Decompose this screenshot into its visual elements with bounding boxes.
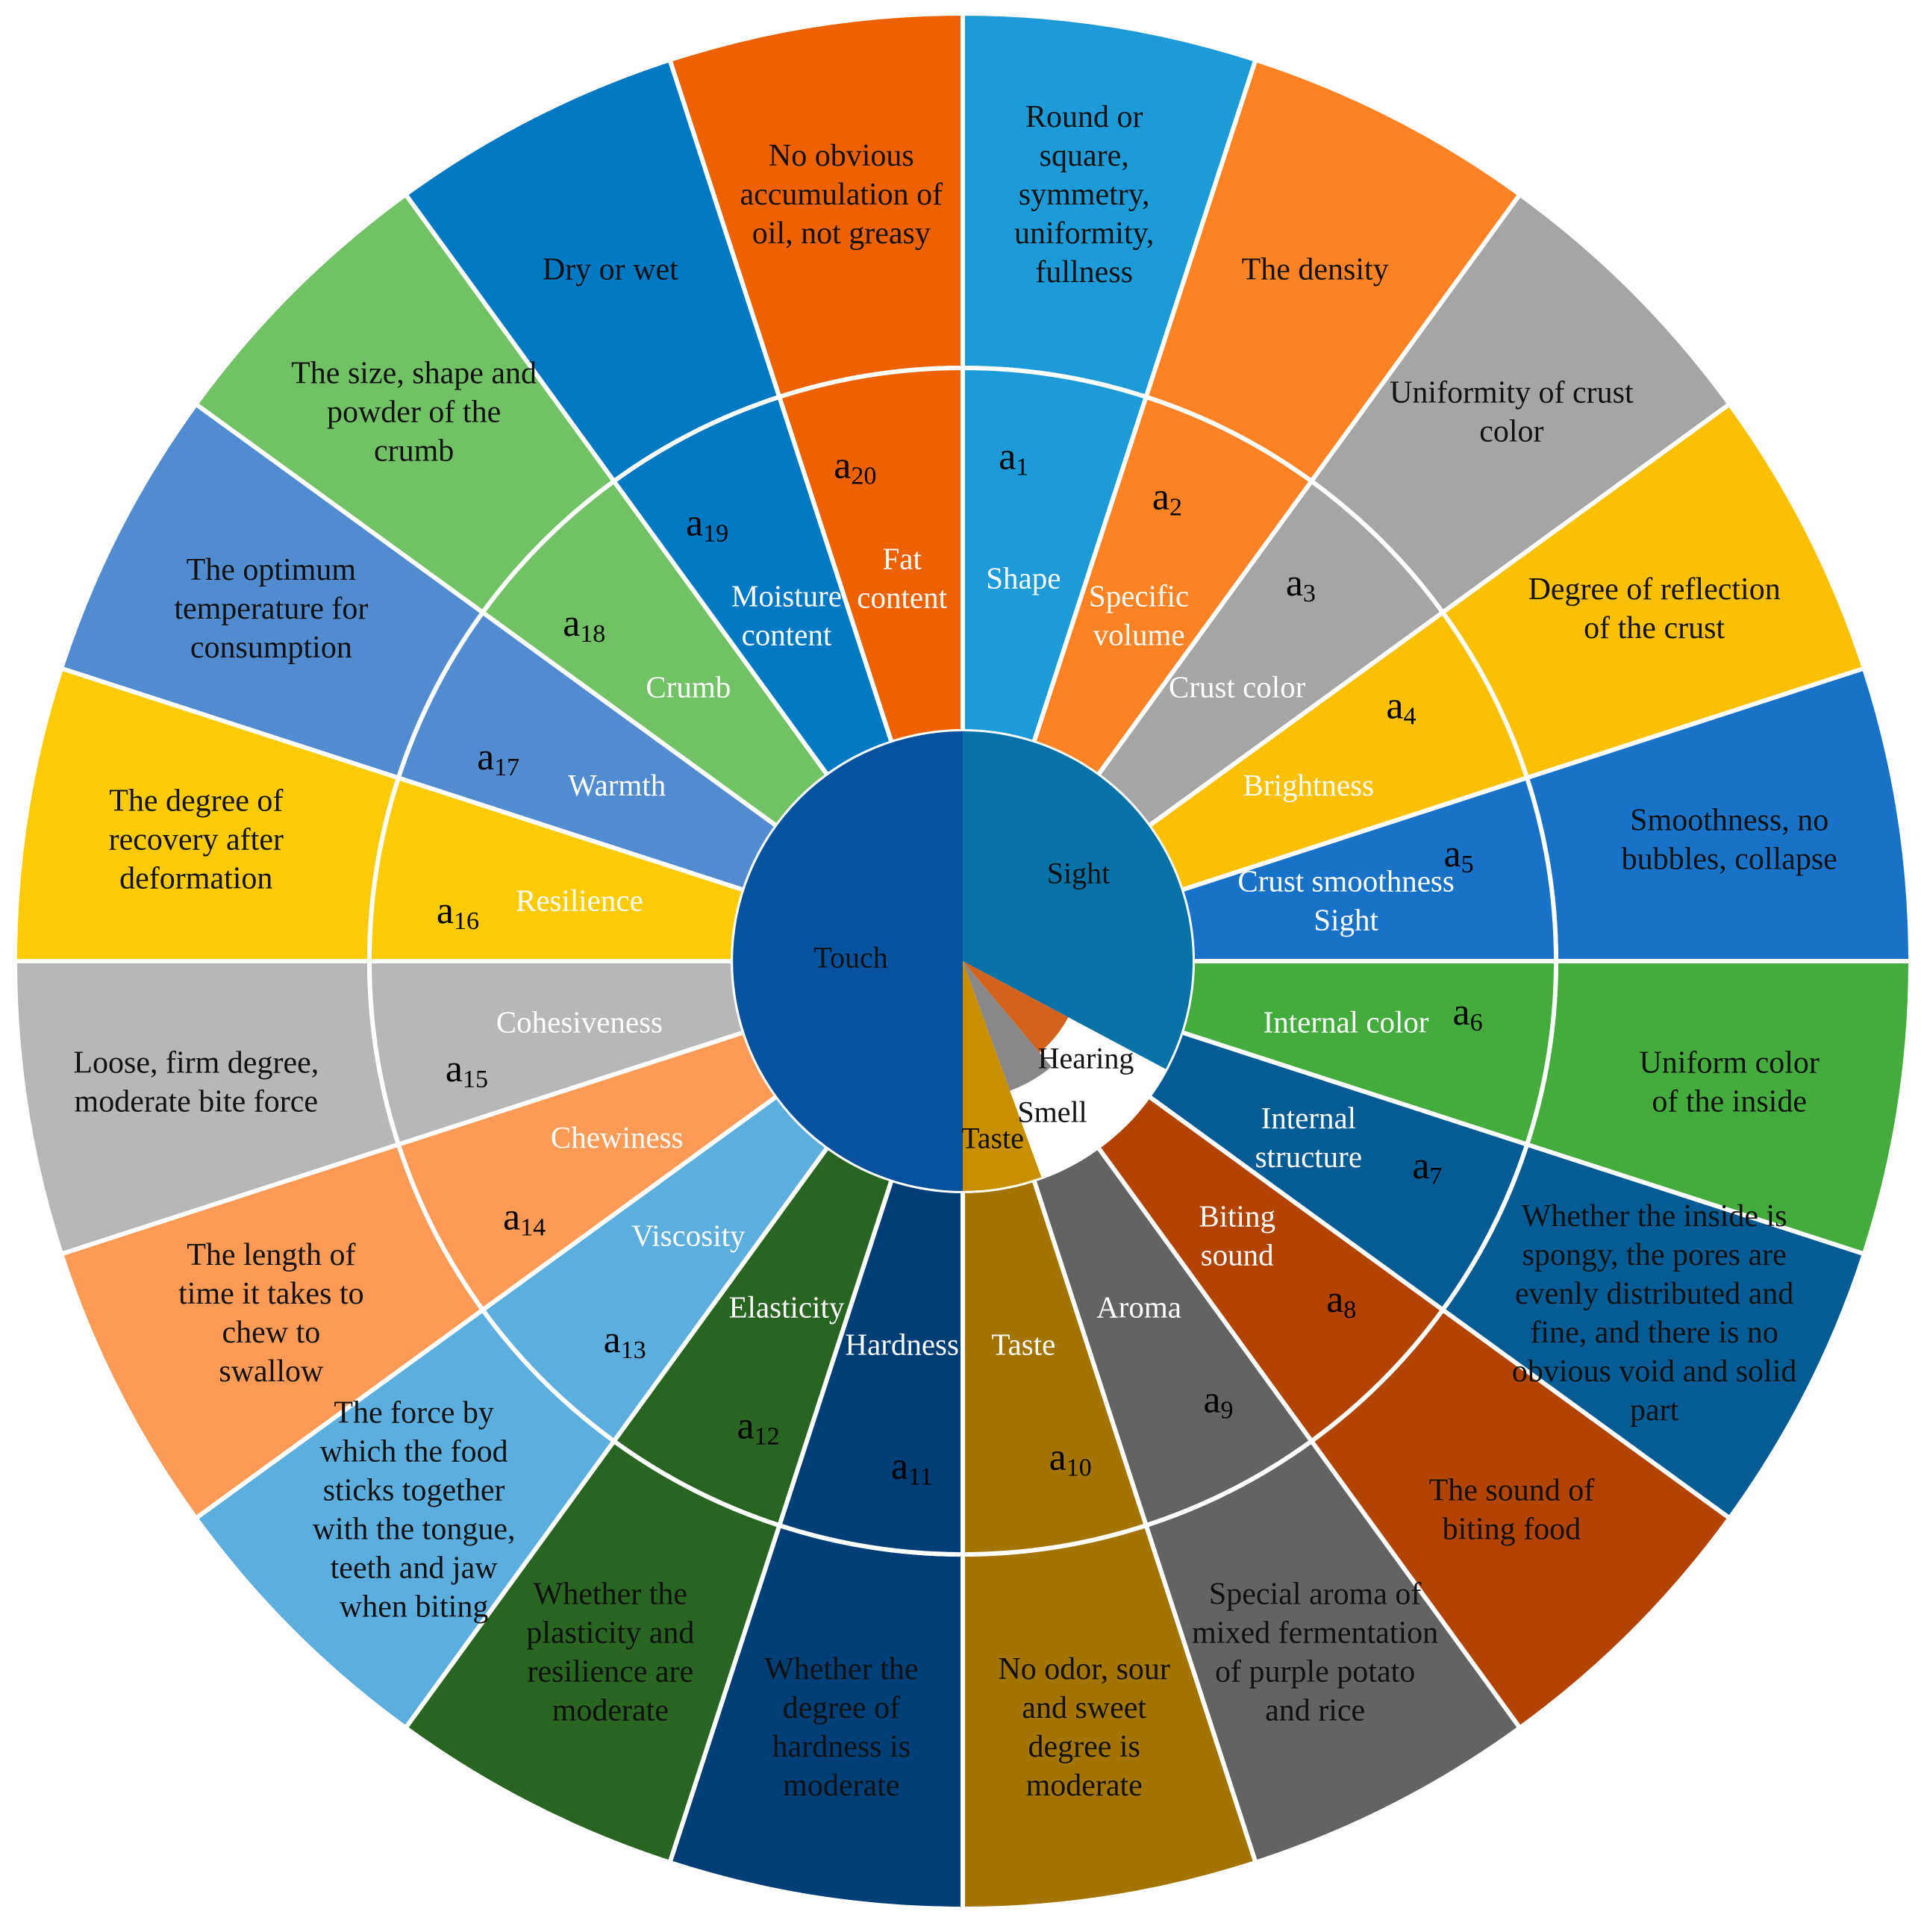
code-a3: a3 — [1286, 561, 1316, 607]
attribute-name-a17: Warmth — [568, 768, 666, 802]
code-a12: a12 — [737, 1404, 779, 1450]
attribute-name-a10: Taste — [991, 1328, 1055, 1362]
sense-label-taste: Taste — [961, 1122, 1024, 1155]
sense-wedge-touch — [733, 731, 963, 1191]
attribute-name-a12: Elasticity — [728, 1289, 844, 1324]
sense-label-smell: Smell — [1017, 1095, 1087, 1129]
center-disk — [733, 731, 1193, 1191]
middle-ring — [367, 366, 1558, 1557]
attribute-name-a15: Cohesiveness — [496, 1004, 663, 1039]
code-a6: a6 — [1453, 991, 1483, 1037]
code-a1: a1 — [999, 435, 1028, 481]
code-a5: a5 — [1443, 832, 1473, 878]
attribute-name-a13: Viscosity — [631, 1219, 746, 1253]
attribute-name-a3: Crust color — [1169, 669, 1306, 704]
description-a19: Dry or wet — [543, 252, 678, 287]
attribute-name-a18: Crumb — [646, 669, 731, 704]
description-a2: The density — [1242, 252, 1389, 287]
sense-wedge-smell — [963, 961, 1052, 1091]
code-a14: a14 — [503, 1195, 546, 1241]
code-a4: a4 — [1386, 684, 1416, 730]
code-a16: a16 — [437, 889, 479, 934]
code-a8: a8 — [1326, 1278, 1356, 1323]
attribute-name-a14: Chewiness — [551, 1120, 684, 1154]
code-a20: a20 — [834, 444, 876, 490]
attribute-name-a11: Hardness — [845, 1328, 959, 1362]
attribute-name-a4: Brightness — [1243, 768, 1374, 802]
attribute-name-a6: Internal color — [1264, 1004, 1429, 1039]
sense-label-hearing: Hearing — [1038, 1042, 1134, 1075]
code-a9: a9 — [1203, 1378, 1233, 1424]
code-a2: a2 — [1152, 475, 1182, 521]
code-a13: a13 — [604, 1319, 646, 1364]
attribute-name-a9: Aroma — [1096, 1289, 1181, 1324]
code-a7: a7 — [1412, 1144, 1442, 1189]
code-a11: a11 — [891, 1445, 933, 1490]
sense-wedge-hearing — [963, 961, 1069, 1053]
outer-ring — [13, 11, 1913, 1911]
sense-wedge-sight — [963, 731, 1193, 1069]
code-a10: a10 — [1049, 1436, 1092, 1481]
code-a17: a17 — [477, 736, 519, 781]
description-a15: Loose, firm degree,moderate bite force — [73, 1046, 319, 1119]
sense-label-touch: Touch — [813, 941, 887, 975]
attribute-name-a1: Shape — [986, 560, 1061, 595]
middle-segment-a20 — [777, 366, 965, 745]
code-a15: a15 — [446, 1048, 488, 1093]
attribute-name-a16: Resilience — [516, 884, 643, 918]
code-a18: a18 — [563, 602, 605, 648]
sense-wedge-taste — [963, 961, 1042, 1191]
sense-label-sight: Sight — [1047, 857, 1110, 890]
code-a19: a19 — [686, 501, 728, 547]
